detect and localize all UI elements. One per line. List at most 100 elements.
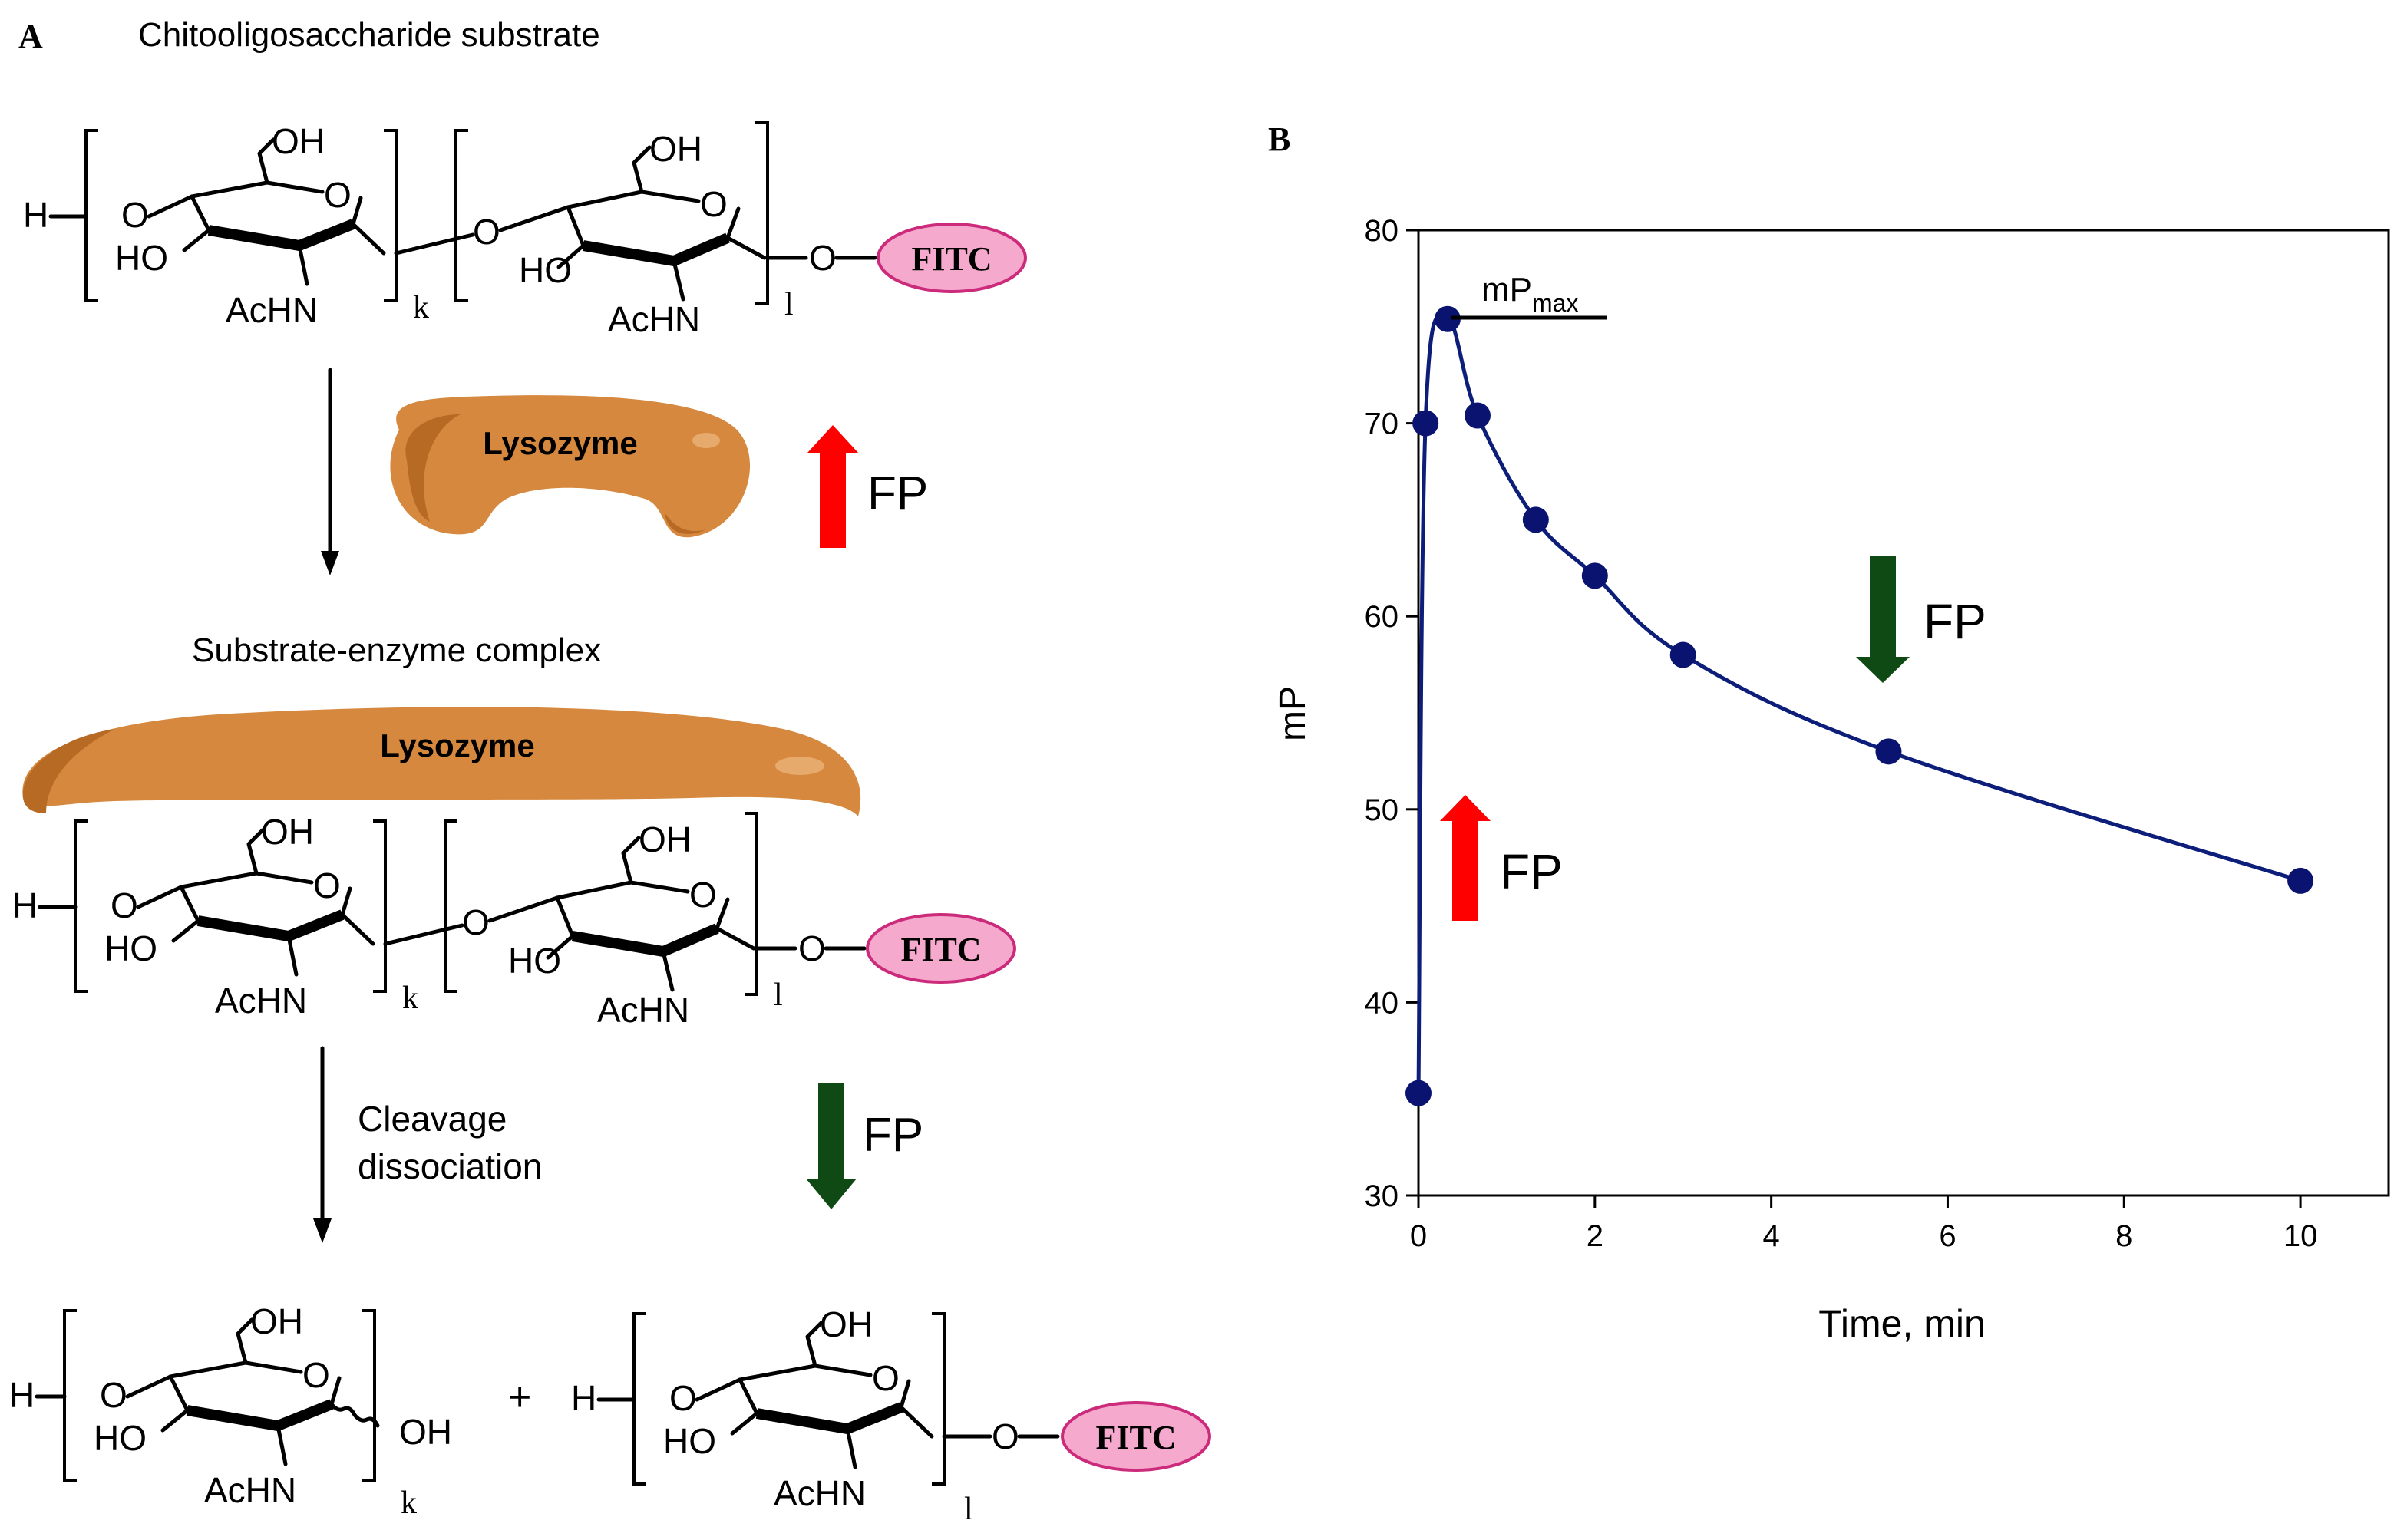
atom-o: O [809,238,837,278]
fp-label: FP [867,467,928,520]
x-axis-label: Time, min [1818,1302,1986,1345]
data-point [1875,738,1902,765]
lysozyme-free: Lysozyme [390,395,751,538]
x-tick-label: 8 [2115,1219,2132,1253]
y-tick-label: 60 [1365,600,1399,634]
svg-text:HO: HO [104,928,157,968]
data-point [1412,410,1439,437]
atom-ho: HO [519,250,572,290]
fp-label: FP [1924,594,1986,649]
svg-text:H: H [9,1375,35,1415]
atom-o: O [473,212,500,252]
ring-o: O [700,184,728,224]
svg-text:k: k [401,1486,417,1521]
x-tick-label: 0 [1410,1219,1427,1253]
atom-oh: OH [649,129,702,169]
data-point [1669,641,1696,668]
dissociation-label: dissociation [358,1146,542,1186]
mpmax-main: mP [1481,271,1532,308]
svg-text:FITC: FITC [1095,1419,1176,1456]
plot-frame [1417,229,2390,1197]
svg-text:AcHN: AcHN [204,1470,296,1510]
atom-h: H [23,195,48,235]
x-tick-label: 4 [1763,1219,1780,1253]
svg-text:O: O [302,1355,330,1395]
product-1: H O O OH HO AcHN OH k [9,1301,452,1521]
panel-a-label: A [18,18,43,55]
mpmax-annotation: mPmax [1451,271,1607,320]
y-tick-label: 80 [1365,214,1399,248]
subscript-k: k [413,290,429,325]
y-tick-label: 40 [1365,986,1399,1020]
x-tick-label: 10 [2283,1219,2318,1253]
svg-text:O: O [313,866,341,905]
panel-a: A Chitooligosaccharide substrate H O O O… [9,16,1211,1527]
svg-text:OH: OH [261,812,314,852]
svg-text:OH: OH [399,1412,452,1452]
fp-up-arrow-b: FP [1440,795,1563,921]
svg-text:O: O [798,928,826,968]
subscript-l: l [784,287,794,322]
fp-label: FP [1500,844,1563,899]
svg-text:FITC: FITC [911,240,992,278]
fitc-tag: FITC [866,913,1016,984]
svg-text:OH: OH [820,1304,873,1344]
y-tick-label: 70 [1365,407,1399,441]
svg-text:OH: OH [639,819,692,859]
svg-text:O: O [669,1378,697,1418]
lysozyme-bound: Lysozyme [22,707,861,816]
svg-text:AcHN: AcHN [774,1473,866,1513]
svg-text:O: O [111,885,138,925]
x-tick-label: 6 [1939,1219,1956,1253]
svg-text:FITC: FITC [900,931,981,968]
substrate-title: Chitooligosaccharide substrate [138,16,600,54]
data-point [1522,506,1549,533]
data-point [1464,402,1491,429]
panel-b-label: B [1268,120,1290,158]
svg-text:HO: HO [508,941,561,981]
svg-text:H: H [571,1378,596,1418]
ring-o: O [324,175,352,215]
cleavage-label: Cleavage [358,1099,507,1139]
svg-text:O: O [462,902,490,942]
data-point [1581,562,1608,589]
y-axis-label: mP [1273,686,1313,741]
atom-achn: AcHN [608,299,700,339]
svg-text:O: O [992,1416,1019,1456]
plus-sign: + [508,1375,531,1420]
fp-down-arrow-a: FP [806,1083,923,1209]
fitc-tag: FITC [877,223,1027,293]
x-tick-label: 2 [1587,1219,1603,1253]
y-tick-label: 30 [1365,1179,1399,1213]
series-curve [1416,315,2301,1093]
svg-text:HO: HO [663,1421,716,1461]
fp-up-arrow-a: FP [807,425,928,548]
reaction-arrow-2: Cleavage dissociation [313,1046,542,1243]
svg-text:O: O [689,875,717,915]
svg-text:k: k [402,981,418,1016]
atom-o: O [121,195,149,235]
substrate-structure: H O O OH HO AcHN k O [23,121,1027,339]
reaction-arrow-1 [321,368,339,575]
svg-text:H: H [12,885,38,925]
data-points [1405,305,2314,1106]
svg-text:mPmax: mPmax [1481,271,1578,317]
complex-title: Substrate-enzyme complex [192,631,601,669]
lysozyme-label: Lysozyme [380,727,535,763]
data-point [1434,305,1461,332]
svg-text:AcHN: AcHN [215,981,307,1021]
svg-text:HO: HO [94,1418,147,1458]
fitc-tag: FITC [1061,1401,1211,1472]
atom-ho: HO [115,238,168,278]
data-point [2287,867,2314,894]
product-2: H O O OH HO AcHN l O FITC [571,1304,1211,1527]
fp-label: FP [863,1109,923,1162]
atom-oh: OH [272,121,325,161]
x-axis: 0 2 4 6 8 10 [1410,1195,2317,1253]
svg-text:OH: OH [250,1301,303,1341]
svg-text:AcHN: AcHN [597,990,689,1030]
